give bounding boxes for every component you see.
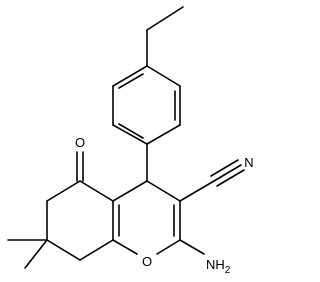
gem-dimethyl-group: [7, 239, 48, 269]
atom-label-ring-oxygen: O: [142, 254, 152, 269]
bond-c3-cn: [179, 180, 215, 202]
amino-group: NH2: [179, 239, 231, 276]
bond-ethyl-ch3-ch2: [146, 6, 184, 31]
bond-c4-c3: [146, 180, 181, 202]
bond-ph-c4-c5: [112, 124, 148, 145]
atom-label-amine: NH2: [206, 257, 231, 276]
bond-cn-triple-1: [213, 164, 242, 182]
bond-ph-c3-c4: [146, 124, 181, 145]
bond-c5-c6: [46, 180, 81, 202]
molecule-structure-diagram: O N NH2 O: [7, 6, 254, 276]
atom-label-ketone-oxygen: O: [75, 135, 85, 150]
bond-o1-c8a: [112, 239, 138, 255]
ketone-group: O: [75, 135, 85, 182]
phenyl-ring: [112, 65, 181, 145]
bond-c4a-c5: [79, 180, 114, 202]
bond-ph-inner-2: [118, 123, 144, 139]
bond-cn-triple-3: [216, 169, 245, 187]
bond-c7-methyl-b: [24, 239, 48, 269]
cyclohexanone-ring: [46, 180, 114, 261]
bond-ph-c1-c2: [146, 65, 181, 87]
bond-ph-c6-c1: [112, 65, 148, 87]
bond-cn-triple-2: [210, 159, 239, 177]
atom-label-nitrile-nitrogen: N: [244, 155, 253, 170]
bond-c8-c8a: [79, 239, 114, 261]
bond-c7-c8: [46, 239, 81, 261]
pyran-ring: [112, 180, 181, 255]
bond-c2-o1: [156, 239, 181, 255]
amine-nh-text: NH: [206, 257, 225, 272]
bond-c4a-c4: [112, 180, 148, 202]
nitrile-group: N: [179, 155, 254, 202]
bond-c2-nh2: [179, 239, 205, 255]
ethyl-group: [146, 6, 184, 67]
bond-ph-inner-3: [118, 73, 144, 89]
amine-subscript: 2: [225, 265, 231, 276]
